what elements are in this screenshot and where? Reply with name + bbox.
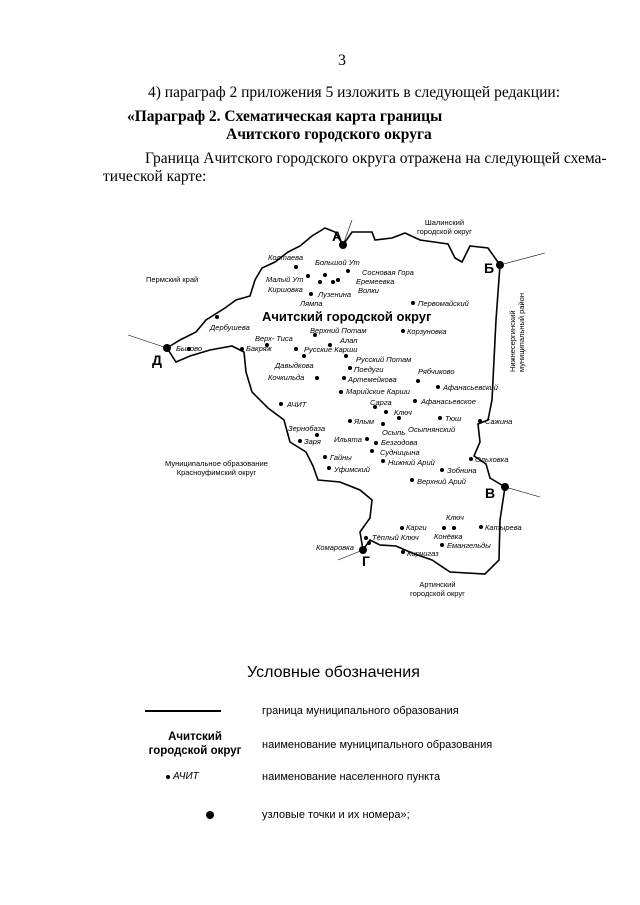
node-b-leader — [499, 252, 546, 266]
settlement-label: Осыпнянский — [408, 425, 456, 434]
legend-title: Условные обозначения — [247, 664, 420, 681]
heading-line-2: Ачитского городского округа — [226, 126, 432, 143]
settlement-label: Малый Ут — [266, 275, 304, 284]
settlement-label: Афанасьевский — [443, 383, 498, 392]
item-text: 4) параграф 2 приложения 5 изложить в сл… — [148, 84, 560, 101]
legend-sample-settlement: АЧИТ — [173, 771, 199, 782]
settlement-label: Безгодова — [381, 438, 418, 447]
settlement-label: Верхний Потам — [310, 326, 367, 335]
settlement-label: Быково — [176, 344, 203, 353]
legend-border-desc: граница муниципального образования — [262, 705, 459, 717]
settlement-label: Колтаева — [268, 253, 304, 262]
settlement-label: Корзуновка — [407, 327, 447, 336]
settlement-label: Еремеевка — [356, 277, 395, 286]
settlement-label: Сосновая Гора — [362, 268, 414, 277]
settlement-label: Зернобаза — [288, 424, 326, 433]
settlement-label: Бакряж — [246, 344, 272, 353]
settlement-label: Волки — [358, 286, 379, 295]
settlement-label: Марийские Карши — [346, 387, 410, 396]
settlement-label: Карги — [406, 523, 427, 532]
node-a-leader — [342, 219, 353, 246]
settlement-label: Конёвка — [434, 532, 463, 541]
settlement-label: Верхний Арий — [417, 477, 466, 486]
settlement-label: Русский Потам — [356, 355, 412, 364]
node-label-d: Д — [152, 352, 162, 368]
node-v-leader — [504, 486, 541, 498]
node-d-leader — [127, 334, 168, 349]
settlement-label: Первомайский — [418, 299, 469, 308]
settlement-label: Русские Карши — [304, 345, 358, 354]
settlement-label: Кирчигаз — [407, 549, 439, 558]
settlement-dots — [187, 265, 483, 554]
settlement-label: Тёплый Ключ — [372, 533, 419, 542]
node-points — [163, 241, 509, 554]
paragraph-line-2: тической карте: — [103, 168, 207, 185]
settlement-label: Большой Ут — [315, 258, 360, 267]
settlement-label: Алап — [340, 336, 358, 345]
settlement-label: Ялым — [354, 417, 375, 426]
settlement-label: Лузенина — [318, 290, 352, 299]
paragraph-line-1: Граница Ачитского городского округа отра… — [145, 150, 607, 167]
settlement-label: Осыпь — [382, 428, 406, 437]
settlement-label: Ольховка — [475, 455, 509, 464]
legend-name-desc: наименование муниципального образования — [262, 739, 493, 751]
node-g-leader — [337, 549, 364, 561]
legend-settlement-desc: наименование населенного пункта — [262, 771, 441, 783]
settlement-label: Давыдкова — [275, 361, 314, 370]
legend-node-dot — [206, 811, 214, 819]
legend-settlement-dot — [166, 775, 170, 779]
settlement-label: АЧИТ — [287, 400, 307, 409]
settlement-label: Зобнина — [447, 466, 477, 475]
neighbor-perm: Пермский край — [146, 275, 199, 284]
district-boundary — [165, 227, 506, 575]
settlement-label: Судницына — [380, 448, 420, 457]
settlement-label: Сажина — [485, 417, 513, 426]
heading-line-1: «Параграф 2. Схематическая карта границы — [127, 108, 443, 125]
settlement-label: Ильята — [334, 435, 362, 444]
settlement-label: Дербушева — [210, 323, 250, 332]
settlement-label: Ключ — [446, 513, 464, 522]
settlement-label: Емангельды — [447, 541, 491, 550]
settlement-label: Поедуги — [354, 365, 384, 374]
node-label-b: Б — [484, 260, 495, 276]
page-number: 3 — [338, 52, 346, 69]
node-label-g: Г — [362, 553, 370, 569]
map-district-title: Ачитский городской округ — [262, 309, 432, 324]
settlement-label: Комаровка — [316, 543, 354, 552]
settlement-label: Верх- Тиса — [255, 334, 293, 343]
node-label-v: В — [485, 485, 496, 501]
settlement-label: Артемейкова — [348, 375, 397, 384]
settlement-label: Тюш — [445, 414, 462, 423]
settlement-label: Катырева — [485, 523, 522, 532]
legend-node-desc: узловые точки и их номера»; — [262, 809, 410, 821]
settlement-label: Афанасьевское — [421, 397, 476, 406]
settlement-label: Нижний Арий — [388, 458, 435, 467]
settlement-label: Киршовка — [268, 285, 303, 294]
settlement-label: Рябчиково — [418, 367, 455, 376]
settlement-label: Лямпа — [300, 299, 323, 308]
settlement-label: Сарга — [370, 398, 392, 407]
node-label-a: А — [332, 228, 343, 244]
settlement-label: Гайны — [330, 453, 352, 462]
settlement-label: Ключ — [394, 408, 412, 417]
settlement-label: Кочкильда — [268, 373, 305, 382]
settlement-label: Заря — [304, 437, 321, 446]
settlement-label: Уфимский — [334, 465, 370, 474]
